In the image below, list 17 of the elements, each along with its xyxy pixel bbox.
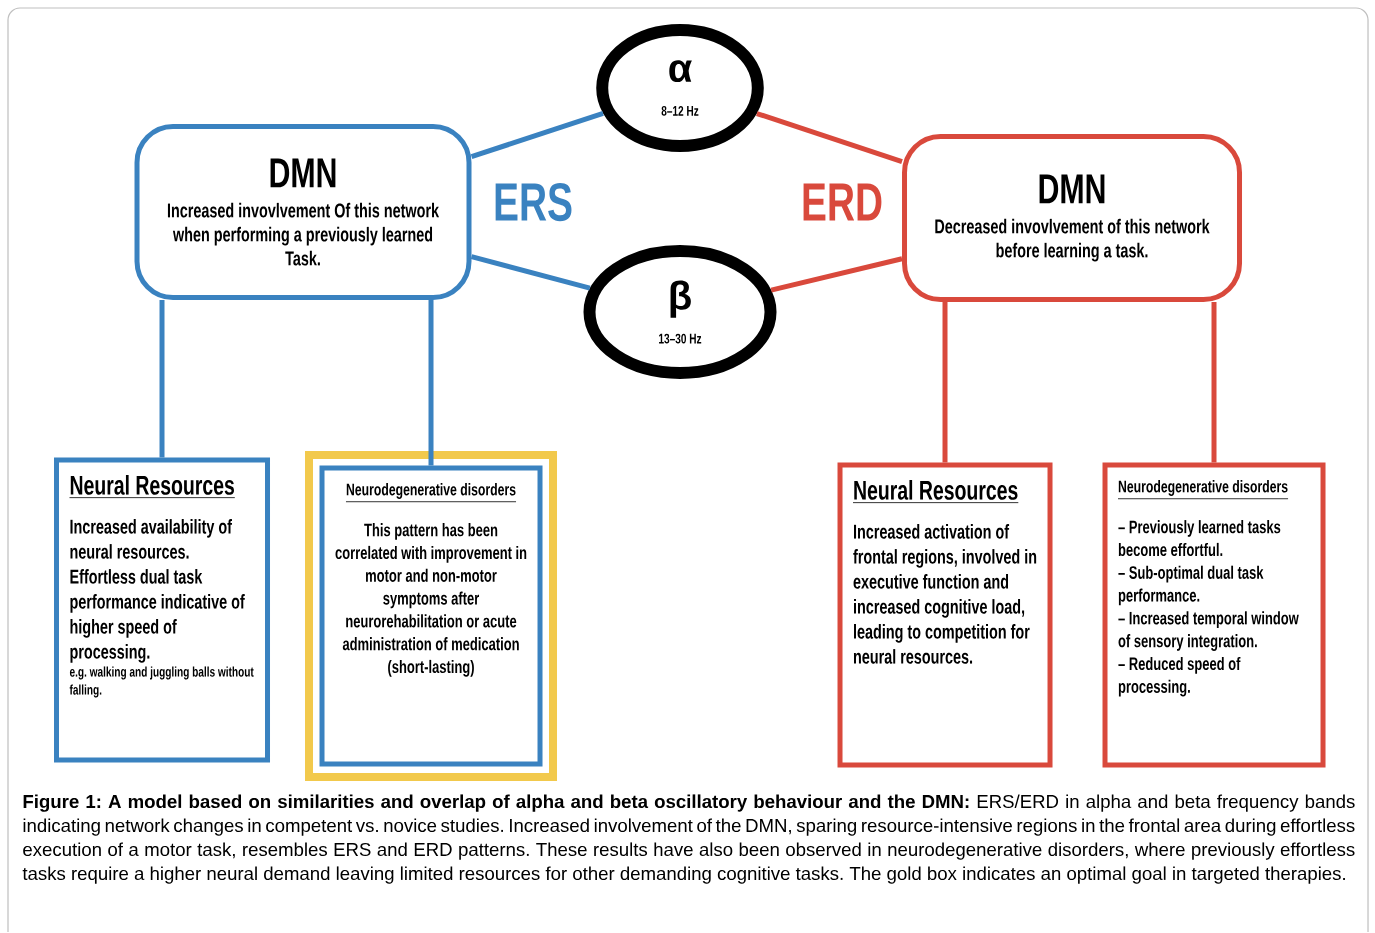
connector-line <box>770 256 903 293</box>
connector-line <box>470 110 604 160</box>
connector-line <box>470 254 591 291</box>
info-box: Neural Resources Increased availability of neural resources. Effortless dual task performance indicative of higher speed of processing. e.g. walking and juggling balls without falling. <box>54 457 270 763</box>
connector-line <box>159 300 165 458</box>
network-box: DMN Decreased invovlvement of this network before learning a task. <box>902 134 1242 302</box>
band-label: ERD <box>803 183 882 221</box>
band-label: ERS <box>495 182 572 222</box>
connector-line <box>428 300 434 466</box>
network-box: DMN Increased invovlvement Of this network when performing a previously learned Task. <box>134 124 472 300</box>
connector-line <box>942 302 948 463</box>
caption: Figure 1: A model based on similarities and overlap of alpha and beta oscillatory behaviour and the DMN: ERS/ERD in alpha and beta frequency bands indicating network changes in competent vs. novice studies. Increased involvement of the DMN, sparing resource-intensive regions in the frontal area during effortless execution of a motor task, resembles ERS and ERD patterns. These results have also been observed in neurodegenerative disorders, where previously effortless tasks require a higher neural demand leaving limited resources for other demanding cognitive tasks. The gold box indicates an optimal goal in targeted therapies. <box>22 794 1355 884</box>
connector-line <box>756 111 903 165</box>
info-box: Neurodegenerative disorders This pattern has been correlated with improvement in motor and non-motor symptoms after neurorehabilitation or acute administration of medication (short-lasting) <box>319 465 543 767</box>
info-box: Neural Resources Increased activation of frontal regions, involved in executive function and increased cognitive load, leading to competition for neural resources. <box>837 462 1053 768</box>
info-box: Neurodegenerative disorders – Previously learned tasks become effortful. – Sub-optimal dual task performance. – Increased temporal window of sensory integration. – Reduced speed of processing. <box>1102 462 1326 768</box>
connector-line <box>1211 302 1217 463</box>
